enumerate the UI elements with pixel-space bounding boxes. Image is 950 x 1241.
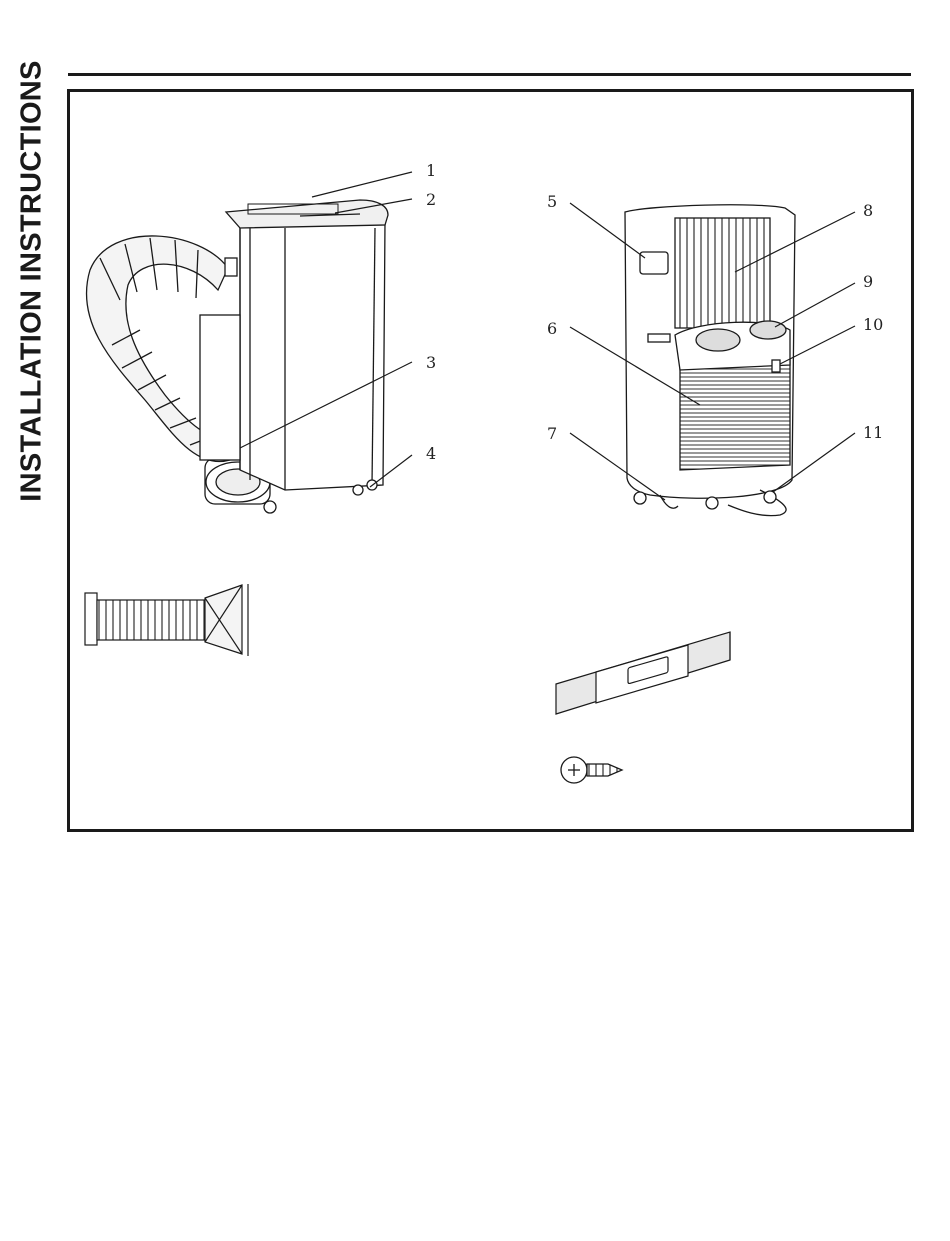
callout-10: 10 — [863, 315, 883, 334]
callout-7: 7 — [547, 424, 557, 443]
rear-lower-coil — [680, 360, 790, 470]
callout-3: 3 — [426, 353, 436, 372]
callout-5: 5 — [547, 192, 557, 211]
rear-upper-filter — [675, 218, 770, 328]
rear-fan-outlet — [696, 329, 740, 351]
rear-unit-illustration — [625, 205, 795, 516]
callout-2: 2 — [426, 190, 436, 209]
callout-6: 6 — [547, 319, 557, 338]
front-unit-illustration — [86, 200, 388, 513]
front-unit-body — [240, 212, 385, 490]
callout-11: 11 — [863, 423, 883, 442]
callout-8: 8 — [863, 201, 873, 220]
screw-illustration — [561, 757, 622, 783]
callout-4: 4 — [426, 444, 436, 463]
callout-1: 1 — [426, 161, 436, 180]
window-slider-illustration — [556, 632, 730, 714]
hose-accessory-illustration — [85, 584, 248, 656]
callout-9: 9 — [863, 272, 873, 291]
